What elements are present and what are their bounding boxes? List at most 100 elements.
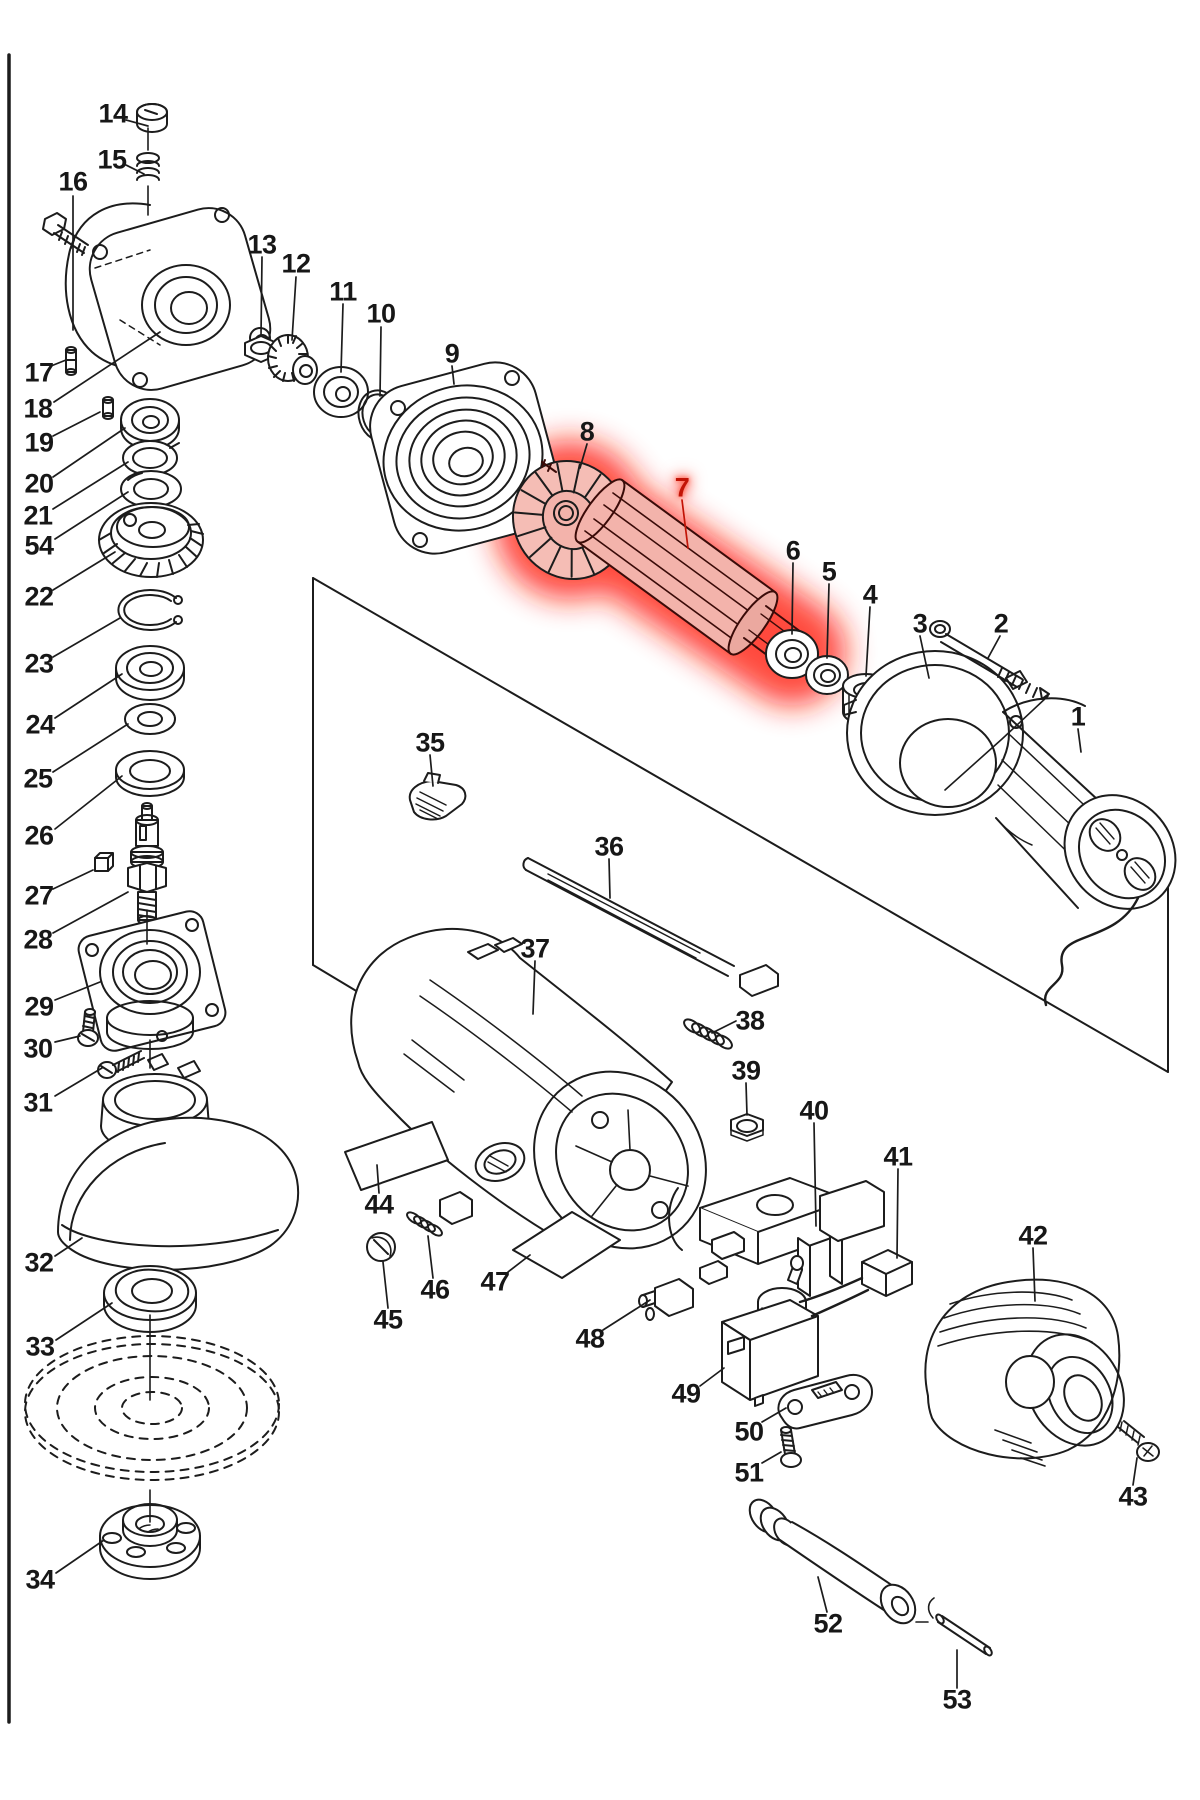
part-17-pin	[65, 346, 77, 376]
part-label-3: 3	[912, 608, 928, 639]
part-label-40: 40	[799, 1095, 829, 1126]
part-label-22: 22	[24, 581, 54, 612]
part-label-11: 11	[329, 276, 357, 307]
part-19-pin	[102, 396, 114, 420]
part-label-48: 48	[575, 1323, 605, 1354]
part-label-29: 29	[24, 991, 54, 1022]
part-label-36: 36	[594, 831, 624, 862]
part-26-washer	[115, 750, 185, 797]
part-52-side-handle	[748, 1498, 917, 1625]
part-label-52: 52	[813, 1608, 843, 1639]
part-23-circlip	[117, 589, 183, 631]
part-label-23: 23	[24, 648, 54, 679]
part-39-nut	[730, 1113, 764, 1142]
part-label-51: 51	[734, 1457, 764, 1488]
part-47-label-sheet	[512, 1211, 621, 1279]
part-24-bearing	[115, 645, 185, 701]
part-label-26: 26	[24, 820, 54, 851]
part-label-32: 32	[24, 1247, 54, 1278]
part-label-19: 19	[24, 427, 54, 458]
part-label-28: 28	[23, 924, 53, 955]
part-14-cap	[136, 103, 168, 133]
part-label-33: 33	[25, 1331, 55, 1362]
part-label-30: 30	[23, 1033, 53, 1064]
part-31-screw	[97, 1050, 145, 1079]
part-label-4: 4	[862, 579, 878, 610]
part-45-brush-cap	[366, 1232, 396, 1262]
part-label-2: 2	[993, 608, 1009, 639]
part-label-24: 24	[25, 709, 55, 740]
part-40-switch-holder	[668, 1177, 885, 1297]
part-label-15: 15	[97, 144, 127, 175]
part-label-44: 44	[364, 1189, 394, 1220]
part-label-38: 38	[735, 1005, 765, 1036]
part-54-washer	[120, 470, 182, 508]
part-46-carbon-brush	[406, 1191, 473, 1237]
part-label-54: 54	[24, 530, 54, 561]
part-label-7-highlighted: 7	[674, 472, 690, 503]
part-41-capacitor	[798, 1249, 913, 1318]
part-label-14: 14	[98, 98, 128, 129]
part-16-bolt	[42, 212, 89, 256]
part-32-wheel-guard	[57, 1053, 300, 1271]
part-12-pinion-gear	[267, 334, 318, 385]
part-42-rear-grip	[924, 1278, 1125, 1467]
part-label-10: 10	[366, 298, 396, 329]
part-label-49: 49	[671, 1378, 701, 1409]
part-label-17: 17	[24, 357, 54, 388]
part-9-bearing-flange	[369, 361, 561, 555]
part-label-31: 31	[23, 1087, 53, 1118]
part-label-39: 39	[731, 1055, 761, 1086]
part-51-screw	[780, 1426, 802, 1468]
part-label-47: 47	[480, 1266, 510, 1297]
part-label-34: 34	[25, 1564, 55, 1595]
part-6-bearing	[765, 629, 819, 679]
part-15-spring	[136, 152, 160, 181]
part-29-bearing-box	[77, 910, 227, 1052]
part-11-bearing	[313, 366, 369, 418]
part-label-35: 35	[415, 727, 445, 758]
part-label-5: 5	[821, 556, 837, 587]
part-label-41: 41	[883, 1141, 913, 1172]
part-3-baffle-plate	[843, 650, 1028, 816]
part-label-1: 1	[1070, 701, 1086, 732]
part-34-flange-nut	[99, 1503, 201, 1580]
part-label-6: 6	[785, 535, 801, 566]
part-37-motor-housing	[350, 927, 707, 1250]
part-20-bearing	[120, 398, 180, 450]
grinding-wheel-dashed	[24, 1335, 280, 1481]
section-frame	[312, 577, 1169, 1073]
part-2-screw	[929, 620, 1050, 791]
leader-lines	[50, 119, 1138, 1689]
part-label-43: 43	[1118, 1481, 1148, 1512]
part-label-8: 8	[579, 416, 595, 447]
part-53-pin	[915, 1597, 993, 1657]
part-30-screw	[77, 1008, 99, 1047]
part-43-screw	[1117, 1420, 1160, 1462]
part-label-9: 9	[444, 338, 460, 369]
part-50-lock-plate	[777, 1374, 873, 1430]
part-label-46: 46	[420, 1274, 450, 1305]
part-48-connector	[638, 1278, 694, 1321]
part-label-13: 13	[247, 229, 277, 260]
part-label-20: 20	[24, 468, 54, 499]
part-22-bevel-gear	[98, 502, 204, 578]
part-label-16: 16	[58, 166, 88, 197]
part-label-27: 27	[24, 880, 54, 911]
part-44-name-plate	[344, 1121, 449, 1191]
part-38-spring	[683, 1018, 733, 1050]
alignment-lines	[146, 127, 151, 1523]
part-label-45: 45	[373, 1304, 403, 1335]
part-label-42: 42	[1018, 1220, 1048, 1251]
gear-housing-drawing	[64, 202, 272, 391]
part-label-53: 53	[942, 1684, 972, 1715]
part-label-25: 25	[23, 763, 53, 794]
part-label-12: 12	[281, 248, 311, 279]
part-36-slide-bar	[522, 857, 779, 997]
part-5-ring	[805, 655, 849, 695]
part-35-lock-button	[408, 772, 467, 821]
part-49-switch	[721, 1255, 819, 1407]
part-28-spindle	[127, 802, 167, 925]
